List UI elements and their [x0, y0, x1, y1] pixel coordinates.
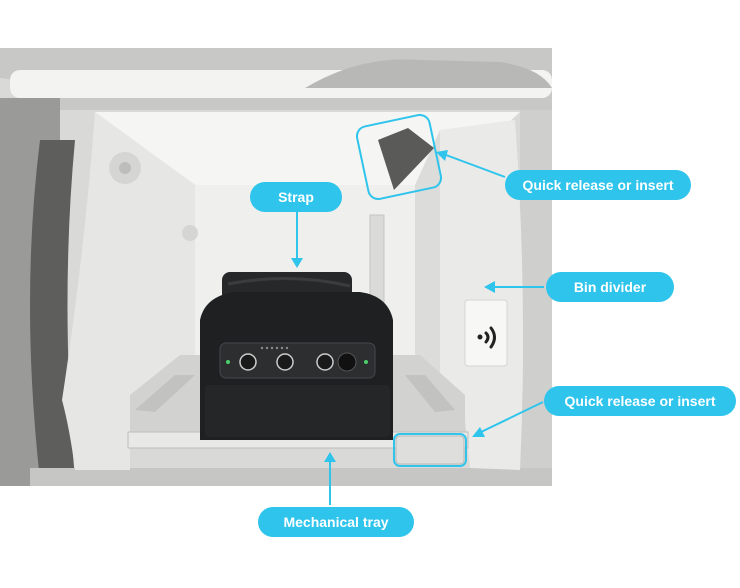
- cabinet-bottom: [30, 468, 552, 486]
- top-shelf-bump: [305, 59, 552, 88]
- device-indicator-dots: [260, 346, 289, 350]
- device-strap-ridge: [227, 277, 351, 288]
- cabinet-right-side: [520, 110, 552, 486]
- quick-release-top-insert: [378, 128, 434, 190]
- device-lower-panel: [205, 385, 390, 437]
- highlight-quick-release-bottom: [393, 433, 467, 467]
- left-wall-port-small: [182, 225, 198, 241]
- device-led-1: [226, 360, 230, 364]
- leader-lines: [291, 150, 544, 505]
- device-button-3: [316, 353, 334, 371]
- label-mechanical-tray: Mechanical tray: [258, 507, 414, 537]
- quick-release-bottom-insert: [395, 435, 465, 465]
- device-led-2: [364, 360, 368, 364]
- label-quick-release-bottom: Quick release or insert: [544, 386, 736, 416]
- device-control-panel: [219, 342, 376, 379]
- tray-rail-left: [135, 375, 195, 412]
- device-button-1: [239, 353, 257, 371]
- label-quick-release-top: Quick release or insert: [505, 170, 691, 200]
- tray-rail-right: [405, 375, 455, 412]
- device-power-button: [337, 352, 357, 372]
- highlight-quick-release-top: [355, 113, 443, 201]
- bin-divider-panel: [440, 120, 524, 470]
- device-button-2: [276, 353, 294, 371]
- label-bin-divider: Bin divider: [546, 272, 674, 302]
- right-wall-inner: [415, 130, 440, 400]
- wireless-charging-icon: [477, 326, 496, 349]
- left-wall-port-inner: [119, 162, 131, 174]
- label-strap: Strap: [250, 182, 342, 212]
